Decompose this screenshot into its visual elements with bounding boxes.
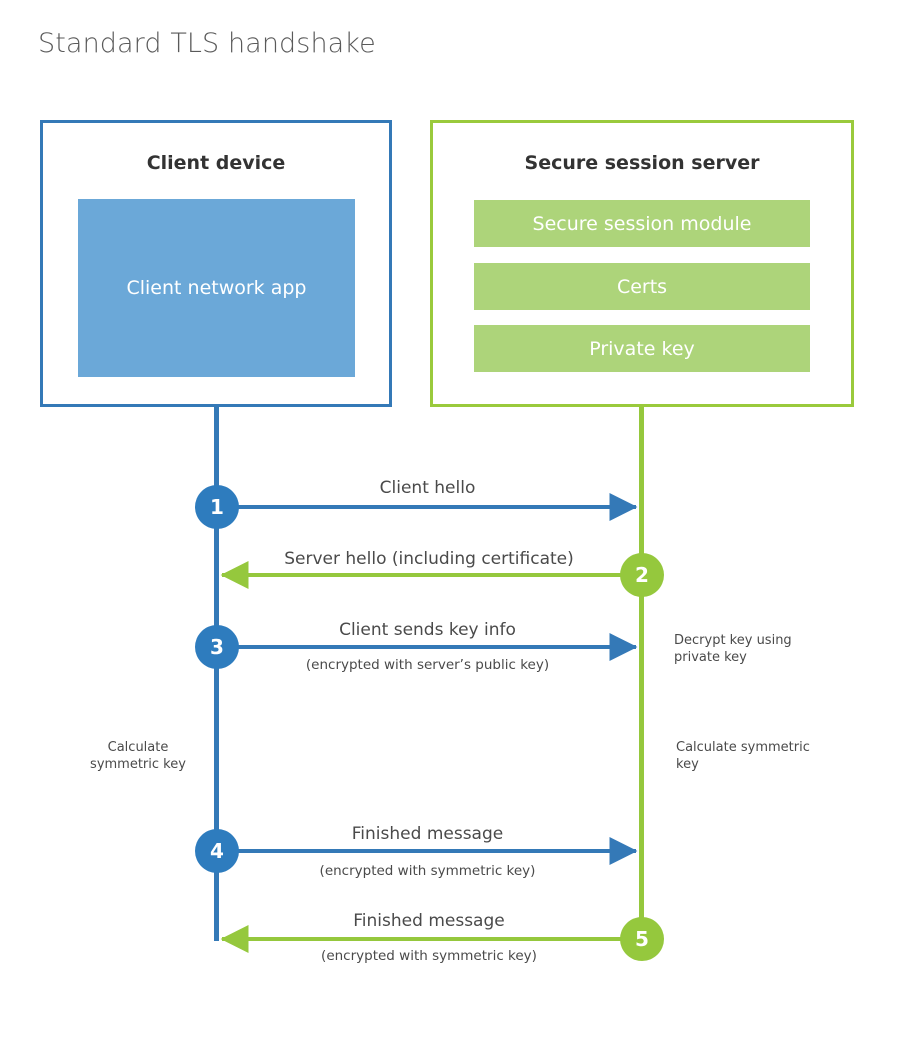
server-calculate-symmetric-key-note: Calculate symmetric key [676,740,810,772]
client-device-title: Client device [146,152,286,174]
secure-session-server-title: Secure session server [524,152,760,174]
client-network-app-block: Client network app [78,199,355,377]
step-badge-4: 4 [195,829,239,873]
certs-block: Certs [474,263,810,310]
private-key-block: Private key [474,325,810,372]
step-2-label: Server hello (including certificate) [284,549,574,569]
step-5-sublabel: (encrypted with symmetric key) [321,948,537,964]
step-4-label: Finished message [351,824,504,844]
step-3-sublabel: (encrypted with server’s public key) [305,657,550,673]
step-badge-3: 3 [195,625,239,669]
page-title: Standard TLS handshake [38,28,376,59]
client-device-panel: Client device Client network app [40,120,392,407]
step-4-sublabel: (encrypted with symmetric key) [319,863,536,879]
server-decrypt-note: Decrypt key using private key [674,633,792,665]
step-badge-2: 2 [620,553,664,597]
step-3-label: Client sends key info [339,620,516,640]
secure-session-server-panel: Secure session server Secure session mod… [430,120,854,407]
step-badge-1: 1 [195,485,239,529]
secure-session-module-block: Secure session module [474,200,810,247]
step-1-label: Client hello [379,478,476,498]
client-calculate-symmetric-key-note: Calculate symmetric key [90,740,186,772]
step-5-label: Finished message [353,911,505,931]
step-badge-5: 5 [620,917,664,961]
